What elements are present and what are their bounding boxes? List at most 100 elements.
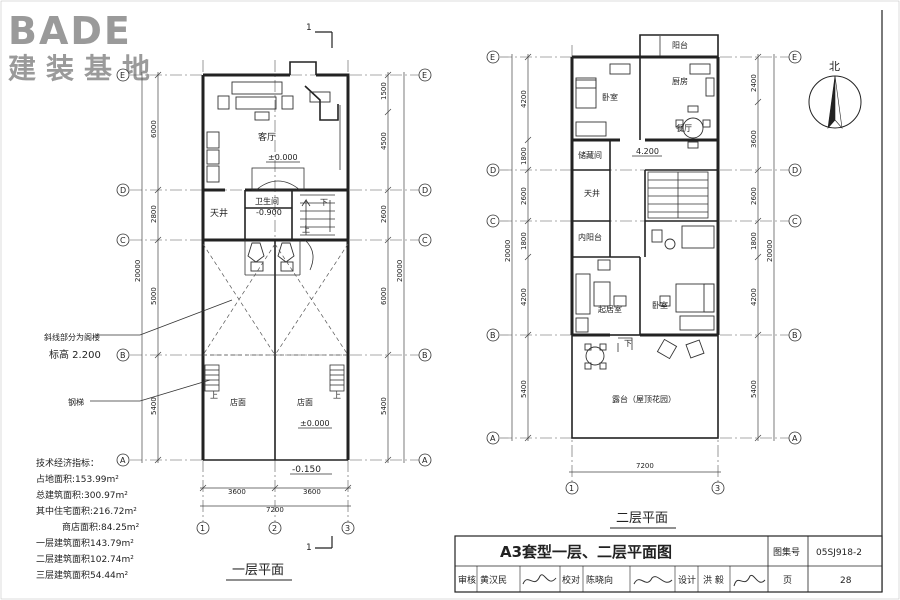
axis-b-left: B <box>120 351 126 360</box>
level-shop: ±0.000 <box>300 419 330 428</box>
dim2-left-1800a: 1800 <box>520 147 528 165</box>
level-second-floor: 4.200 <box>636 147 659 156</box>
plan1-stair <box>251 167 335 236</box>
dim-bottom-total: 7200 <box>266 506 284 514</box>
stair-down-label: 下 <box>320 198 328 207</box>
room-storage: 储藏间 <box>578 150 602 160</box>
stair-down-terrace: 下 <box>624 339 632 348</box>
axis2-d-right: D <box>792 166 798 175</box>
axis2-d-left: D <box>490 166 496 175</box>
dim-right-total: 20000 <box>396 260 404 282</box>
plan2-bath-fixtures <box>651 225 715 250</box>
dim-left-6000: 6000 <box>150 120 158 138</box>
axis-1: 1 <box>200 524 205 533</box>
bath-fixtures <box>244 239 314 276</box>
steel-stair-up-left: 上 <box>210 391 218 400</box>
dim2-left-total: 20000 <box>504 240 512 262</box>
reviewer-name: 黄汉民 <box>480 574 507 586</box>
level-living: ±0.000 <box>268 153 298 162</box>
dim2-right-1800: 1800 <box>750 232 758 250</box>
axis-d-left: D <box>120 186 126 195</box>
dim-bottom-3600b: 3600 <box>303 488 321 496</box>
dim2-left-4200a: 4200 <box>520 90 528 108</box>
sitting-room-furniture <box>575 259 627 333</box>
note-loft: 斜线部分为阁楼 <box>44 332 100 342</box>
axis2-b-left: B <box>490 331 496 340</box>
axis-d-right: D <box>422 186 428 195</box>
axis2-b-right: B <box>792 331 798 340</box>
terrace-furniture <box>584 338 705 370</box>
room-living: 客厅 <box>258 131 276 143</box>
steel-stairs <box>204 364 345 392</box>
dim2-left-4200b: 4200 <box>520 288 528 306</box>
room-terrace: 露台（屋顶花园） <box>612 394 676 404</box>
atlas-number: 05SJ918-2 <box>816 548 862 558</box>
section-mark-bottom: 1 <box>306 543 312 553</box>
second-floor-plan: 阳台 卧室 厨房 餐厅 储藏间 天井 内阳台 起居室 卧室 露台（屋顶花园） 4… <box>486 34 802 529</box>
room-sitting: 起居室 <box>598 304 622 314</box>
section-mark-1: 1 1 <box>306 23 333 553</box>
kitchen-dining-furniture <box>675 63 715 149</box>
logo-brand-cn: 建装基地 <box>8 52 160 85</box>
room-courtyard: 天井 <box>210 207 228 219</box>
level-bath: -0.900 <box>256 208 282 217</box>
indicator-floor1-area: 一层建筑面积143.79m² <box>36 537 134 549</box>
note-loft-height: 标高 2.200 <box>49 348 101 361</box>
checker-name: 陈晓向 <box>586 574 613 586</box>
dim-right-5400: 5400 <box>380 397 388 415</box>
plan2-title: 二层平面 <box>616 511 668 526</box>
axis2-1: 1 <box>569 484 574 493</box>
axis2-e-left: E <box>490 53 495 62</box>
axis2-a-right: A <box>792 434 798 443</box>
room-inner-balcony: 内阳台 <box>578 232 602 242</box>
north-label: 北 <box>829 60 840 73</box>
section-mark-top: 1 <box>306 23 312 33</box>
page-number: 28 <box>840 576 852 586</box>
indicator-shop-area: 商店面积:84.25m² <box>62 521 140 533</box>
axis2-c-right: C <box>792 217 798 226</box>
check-label: 校对 <box>562 574 580 586</box>
indicators-title: 技术经济指标： <box>36 457 99 469</box>
room-dining: 餐厅 <box>676 124 692 133</box>
page-label: 页 <box>783 575 792 586</box>
axis-e-right: E <box>422 71 427 80</box>
dim-right-2600: 2600 <box>380 205 388 223</box>
dim-right-1500: 1500 <box>380 82 388 100</box>
indicator-floor2-area: 二层建筑面积102.74m² <box>36 553 134 565</box>
dim2-left-1800b: 1800 <box>520 232 528 250</box>
room-kitchen: 厨房 <box>672 76 688 86</box>
logo-brand: BADE <box>8 9 132 53</box>
indicator-floor3-area: 三层建筑面积54.44m² <box>36 569 129 581</box>
reviewer-signature <box>522 574 557 585</box>
loft-hatch <box>202 243 349 356</box>
axis-a-right: A <box>422 456 428 465</box>
dim2-bottom-total: 7200 <box>636 462 654 470</box>
atlas-label: 图集号 <box>773 546 800 558</box>
dim-left-2800: 2800 <box>150 205 158 223</box>
plan2-stair <box>647 171 709 219</box>
indicator-residential-area: 其中住宅面积:216.72m² <box>36 505 137 517</box>
dim2-right-total: 20000 <box>766 240 774 262</box>
axis-c-left: C <box>120 236 126 245</box>
axis-c-right: C <box>422 236 428 245</box>
dim-left-total: 20000 <box>134 260 142 282</box>
dim-right-6000: 6000 <box>380 287 388 305</box>
axis-b-right: B <box>422 351 428 360</box>
dim2-right-4200: 4200 <box>750 288 758 306</box>
room-shop-right: 店面 <box>297 397 313 407</box>
note-steel-stair: 钢梯 <box>68 397 84 407</box>
plan1-dimensions <box>141 71 405 507</box>
axis2-e-right: E <box>792 53 797 62</box>
stair-up-label: 上 <box>302 225 310 234</box>
bedroom2-furniture <box>659 283 715 331</box>
axis-3: 3 <box>345 524 350 533</box>
room-shop-left: 店面 <box>230 397 246 407</box>
economic-indicators: 技术经济指标： 占地面积:153.99m² 总建筑面积:300.97m² 其中住… <box>36 457 140 581</box>
axis2-3: 3 <box>715 484 720 493</box>
dim-left-5400: 5400 <box>150 397 158 415</box>
ground-floor-plan: 1 1 客厅 天井 卫生间 店面 店面 ±0.000 -0.900 ±0.000… <box>44 23 432 581</box>
dim-left-5000: 5000 <box>150 287 158 305</box>
dim-bottom-3600a: 3600 <box>228 488 246 496</box>
room-bedroom1: 卧室 <box>602 92 618 102</box>
